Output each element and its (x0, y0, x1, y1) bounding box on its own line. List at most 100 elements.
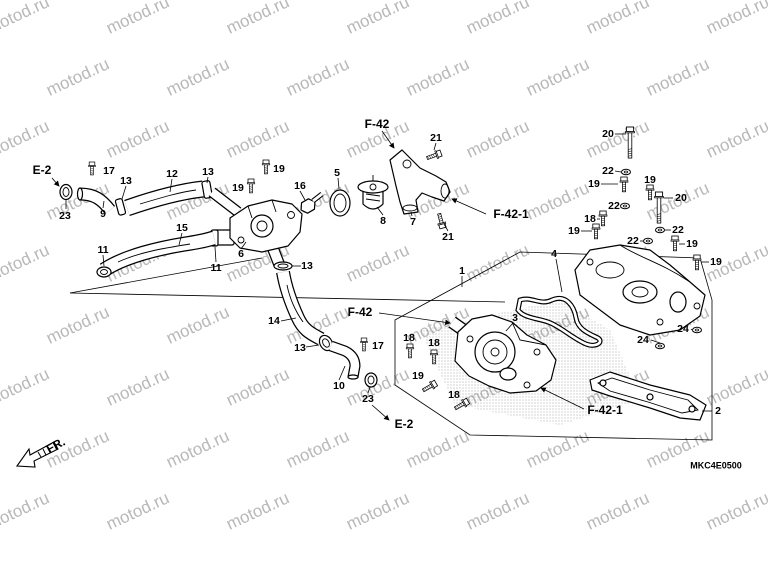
callout-21: 21 (430, 132, 442, 144)
watermark-text: motod.ru (223, 0, 292, 38)
callout-23: 23 (59, 210, 71, 222)
callout-17: 17 (103, 165, 115, 177)
callout-20: 20 (602, 128, 614, 140)
pump-cover (574, 244, 706, 336)
callout-11: 11 (97, 244, 108, 256)
callout-19: 19 (568, 225, 580, 237)
callout-13: 13 (120, 175, 132, 187)
bolt-19-icon (619, 176, 629, 193)
watermark-text: motod.ru (343, 488, 412, 534)
bolt-19-icon (692, 254, 702, 271)
watermark-text: motod.ru (703, 116, 768, 162)
clamp-13-right (201, 180, 213, 199)
callout-2: 2 (715, 405, 721, 417)
watermark-text: motod.ru (283, 426, 352, 472)
callout-19: 19 (273, 163, 285, 175)
watermark-text: motod.ru (643, 54, 712, 100)
watermark-text: motod.ru (43, 54, 112, 100)
washer-22-icon (643, 237, 653, 245)
callout-17: 17 (372, 340, 384, 352)
watermark-text: motod.ru (223, 116, 292, 162)
ref-f42-1-top: F-42-1 (493, 207, 529, 221)
callout-19: 19 (232, 182, 244, 194)
ref-f42-mid: F-42 (348, 305, 373, 319)
ref-f42-1-bottom: F-42-1 (587, 403, 623, 417)
callout-22: 22 (627, 235, 639, 247)
clamp-23-bottom (364, 372, 378, 388)
watermark-text: motod.ru (163, 426, 232, 472)
callout-22: 22 (602, 165, 614, 177)
watermark-text: motod.ru (343, 0, 412, 38)
hose-15 (99, 230, 216, 277)
reference-labels: E-2 F-42 F-42-1 F-42 E-2 F-42-1 (33, 117, 623, 431)
ref-e2-bottom: E-2 (395, 417, 414, 431)
temperature-sensor-16 (300, 192, 324, 214)
gasket-4 (515, 296, 603, 348)
callout-13: 13 (294, 342, 306, 354)
watermark-text: motod.ru (103, 116, 172, 162)
o-ring-5 (329, 189, 351, 217)
washer-24-icon (655, 342, 665, 350)
watermark-text: motod.ru (163, 302, 232, 348)
callout-15: 15 (176, 222, 188, 234)
bolt-19-icon (670, 235, 680, 252)
callout-21: 21 (442, 231, 454, 243)
bolt-19-icon (645, 184, 655, 201)
washer-22-icon (621, 168, 631, 176)
thermostat-cover-7 (389, 149, 451, 215)
callout-19: 19 (644, 174, 656, 186)
washer-24-icon (692, 326, 702, 334)
clamp-11-left (96, 266, 112, 278)
callout-20: 20 (675, 192, 687, 204)
callout-24: 24 (637, 334, 649, 346)
gasket-2 (589, 371, 707, 421)
reference-arrows (51, 130, 585, 421)
callout-19: 19 (710, 256, 722, 268)
callout-22: 22 (608, 200, 620, 212)
watermark-text: motod.ru (0, 0, 52, 38)
watermark-text: motod.ru (0, 116, 52, 162)
callout-18: 18 (584, 213, 596, 225)
callout-22: 22 (672, 224, 684, 236)
bolt-19-icon (261, 159, 271, 175)
callout-4: 4 (551, 248, 557, 260)
callout-23: 23 (362, 393, 374, 405)
watermark-text: motod.ru (0, 364, 52, 410)
pipe-10 (329, 340, 361, 380)
watermark-text: motod.ru (103, 0, 172, 38)
callout-24: 24 (677, 323, 689, 335)
watermark-text: motod.ru (43, 302, 112, 348)
ref-f42-top: F-42 (365, 117, 390, 131)
bolt-18-icon (405, 343, 415, 359)
front-direction-arrow-icon (15, 441, 59, 468)
watermark-text: motod.ru (703, 364, 768, 410)
callout-1: 1 (459, 265, 465, 277)
watermark-text: motod.ru (463, 116, 532, 162)
callout-13: 13 (202, 166, 214, 178)
callout-16: 16 (294, 180, 306, 192)
clamp-13-left (114, 198, 127, 216)
callout-18: 18 (428, 337, 440, 349)
bolt-18-icon (598, 210, 608, 227)
callout-11: 11 (210, 262, 221, 274)
watermark-text: motod.ru (463, 0, 532, 38)
watermark-text: motod.ru (583, 488, 652, 534)
watermark-text: motod.ru (523, 178, 592, 224)
callout-13: 13 (301, 260, 313, 272)
watermark-text: motod.ru (403, 426, 472, 472)
watermark-text: motod.ru (463, 240, 532, 286)
callout-19: 19 (412, 370, 424, 382)
watermark-text: motod.ru (703, 488, 768, 534)
watermark-text: motod.ru (0, 240, 52, 286)
callout-7: 7 (410, 216, 416, 228)
callout-18: 18 (448, 389, 460, 401)
callout-19: 19 (588, 178, 600, 190)
watermark-text: motod.ru (163, 54, 232, 100)
hose-12 (124, 180, 205, 217)
bolt-17-icon (88, 161, 96, 176)
callout-9: 9 (100, 208, 106, 220)
watermark-text: motod.ru (283, 54, 352, 100)
watermark-text: motod.ru (343, 240, 412, 286)
bolt-19-icon (246, 178, 256, 194)
